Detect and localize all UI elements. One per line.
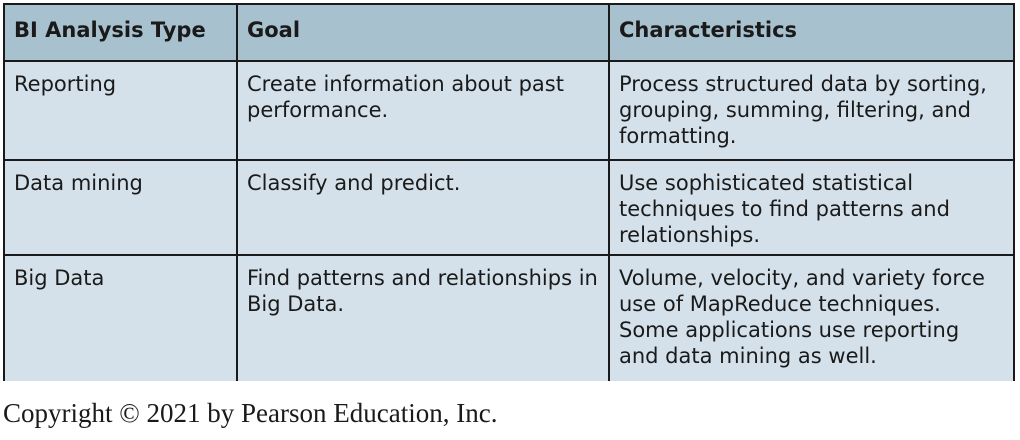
- copyright-notice: Copyright © 2021 by Pearson Education, I…: [3, 398, 498, 428]
- cell-type: Reporting: [5, 60, 238, 161]
- cell-goal: Create information about past performanc…: [236, 60, 610, 161]
- cell-goal: Classify and predict.: [236, 159, 610, 256]
- bi-analysis-table-container: BI Analysis Type Goal Characteristics Re…: [3, 3, 1015, 381]
- cell-characteristics: Process structured data by sorting, grou…: [608, 60, 1013, 161]
- table-header-row: BI Analysis Type Goal Characteristics: [5, 5, 1013, 62]
- bi-analysis-table: BI Analysis Type Goal Characteristics Re…: [5, 5, 1013, 381]
- column-header-bi-analysis-type: BI Analysis Type: [5, 5, 238, 62]
- cell-goal: Find patterns and relationships in Big D…: [236, 254, 610, 381]
- cell-characteristics: Volume, velocity, and variety force use …: [608, 254, 1013, 381]
- column-header-goal: Goal: [236, 5, 610, 62]
- column-header-characteristics: Characteristics: [608, 5, 1013, 62]
- table-row: Big Data Find patterns and relationships…: [5, 254, 1013, 381]
- cell-type: Data mining: [5, 159, 238, 256]
- table-row: Reporting Create information about past …: [5, 60, 1013, 161]
- cell-type: Big Data: [5, 254, 238, 381]
- cell-characteristics: Use sophisticated statistical techniques…: [608, 159, 1013, 256]
- table-row: Data mining Classify and predict. Use so…: [5, 159, 1013, 256]
